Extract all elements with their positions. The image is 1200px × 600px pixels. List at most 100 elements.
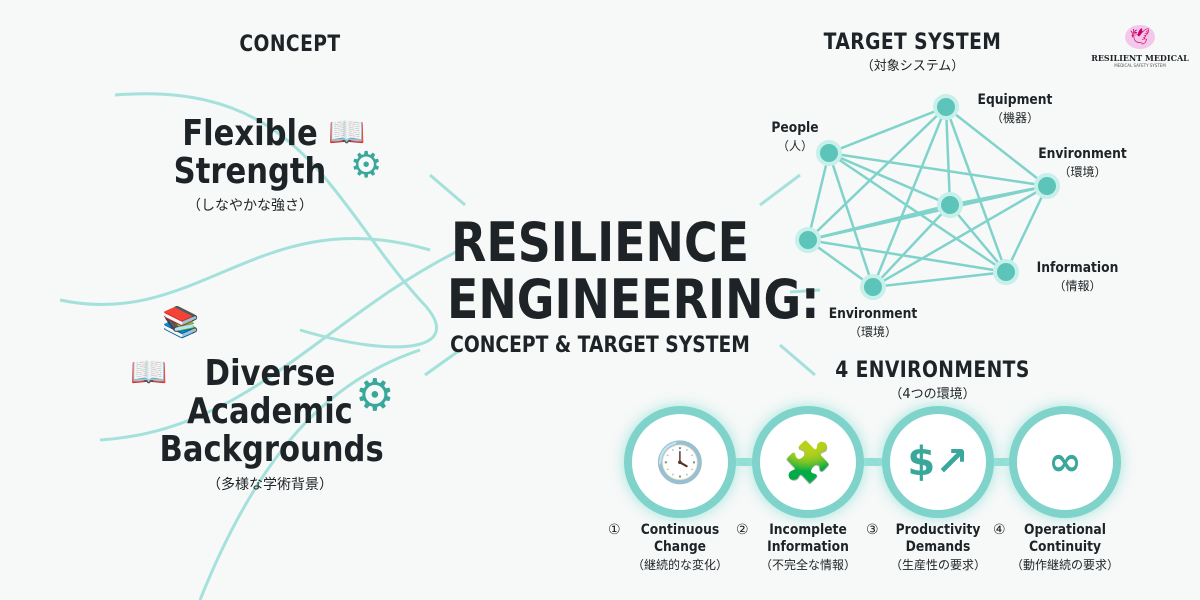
connector — [424, 348, 461, 377]
network-node — [993, 259, 1019, 285]
main-title: RESILIENCE ENGINEERING: CONCEPT & TARGET… — [420, 211, 820, 359]
environment-number: ④ — [993, 522, 1006, 538]
node-jp: （環境） — [848, 324, 897, 339]
environment-title-2: Change — [653, 538, 707, 555]
network-node — [816, 140, 842, 166]
concept-flexible-strength: Flexible Strength （しなやかな強さ） — [150, 115, 350, 215]
network-node — [933, 94, 959, 120]
book-icon: 📖 — [328, 115, 366, 150]
network-edge — [871, 106, 948, 288]
flow-curve — [99, 248, 461, 442]
concept-title: Diverse — [204, 353, 336, 394]
network-edge — [828, 151, 951, 207]
node-label-people: People （人） — [745, 120, 845, 154]
environment-circle: $↗ — [882, 406, 994, 518]
concept-title: Strength — [173, 150, 327, 192]
node-jp: （機器） — [990, 110, 1039, 125]
node-jp: （人） — [776, 138, 813, 153]
dove-icon: 🕊 — [1125, 25, 1155, 49]
environment-jp: （不完全な情報） — [759, 557, 856, 572]
logo-name: RESILIENT MEDICAL — [1091, 53, 1189, 63]
network-edge — [807, 203, 951, 242]
node-jp: （情報） — [1053, 278, 1102, 293]
concept-title: Academic — [187, 390, 353, 432]
environment-title-2: Demands — [905, 538, 971, 555]
network-edge — [949, 204, 1007, 273]
connector — [759, 173, 801, 207]
flow-curve — [114, 92, 438, 349]
system-network — [795, 94, 1060, 300]
environments-title: 4 ENVIRONMENTS — [835, 358, 1030, 383]
network-node — [795, 227, 821, 253]
network-edge — [944, 106, 952, 206]
network-node — [860, 274, 886, 300]
dollar-growth-icon: $↗ — [907, 439, 969, 485]
environment-jp: （生産性の要求） — [889, 557, 986, 572]
flow-curve — [198, 348, 421, 600]
node-label: Equipment — [977, 92, 1053, 108]
environment-circle: 🧩 — [752, 406, 864, 518]
network-edge — [807, 238, 1007, 274]
environments-jp: （4つの環境） — [889, 387, 976, 402]
environment-jp: （動作継続の要求） — [1010, 557, 1119, 572]
environment-number: ② — [736, 522, 749, 538]
node-label-environment-bottom: Environment （環境） — [818, 306, 928, 340]
network-edge — [945, 106, 1048, 187]
network-edge — [872, 270, 1007, 289]
network-edge — [827, 152, 875, 288]
environment-circle: ∞ — [1009, 406, 1121, 518]
network-edge — [944, 106, 1008, 273]
network-edge — [1004, 185, 1049, 273]
connector — [789, 288, 821, 294]
target-system-jp: （対象システム） — [860, 59, 965, 74]
environment-title-2: Continuity — [1028, 538, 1102, 555]
clock-cycle-icon: 🕓 — [655, 439, 705, 486]
node-label-environment: Environment （環境） — [1030, 146, 1135, 180]
network-edge — [872, 184, 1048, 289]
node-label: Environment — [1038, 146, 1127, 162]
network-edge — [806, 152, 831, 241]
environment-number: ③ — [866, 522, 879, 538]
environment-title: Operational — [1024, 522, 1106, 538]
environment-title-2: Information — [767, 538, 849, 555]
puzzle-icon: 🧩 — [783, 439, 833, 486]
gears-icon: ⚙ — [355, 370, 395, 421]
books-icon: 📚 — [162, 305, 200, 340]
concept-title: Flexible — [182, 113, 318, 154]
environment-title: Incomplete — [769, 522, 847, 538]
main-title-line: RESILIENCE — [451, 211, 749, 274]
target-system-heading: TARGET SYSTEM （対象システム） — [800, 30, 1025, 74]
environments-heading: 4 ENVIRONMENTS （4つの環境） — [810, 358, 1055, 402]
network-edge — [807, 106, 947, 241]
concept-diverse-backgrounds: Diverse Academic Backgrounds （多様な学術背景） — [140, 355, 400, 494]
network-edge — [828, 105, 947, 155]
concept-heading: CONCEPT — [239, 32, 341, 57]
node-label-information: Information （情報） — [1025, 260, 1130, 294]
network-edge — [949, 184, 1048, 207]
node-label: Environment — [828, 306, 918, 322]
node-label: Information — [1036, 260, 1119, 276]
network-edge — [872, 204, 951, 288]
concept-jp: （多様な学術背景） — [207, 477, 333, 494]
gears-icon: ⚙ — [350, 145, 383, 186]
node-label: People — [771, 120, 819, 136]
environment-number: ① — [608, 522, 621, 538]
environment-circle: 🕓 — [624, 406, 736, 518]
connector — [429, 173, 466, 207]
network-edge — [828, 151, 1048, 188]
node-jp: （環境） — [1058, 164, 1107, 179]
open-book-icon: 📖 — [130, 355, 168, 390]
network-node — [937, 192, 963, 218]
concept-jp: （しなやかな強さ） — [187, 197, 313, 214]
target-system-title: TARGET SYSTEM — [823, 30, 1002, 55]
main-title-line: ENGINEERING: — [447, 267, 820, 331]
network-edge — [807, 238, 874, 289]
logo-tagline: MEDICAL SAFETY SYSTEM — [1114, 63, 1166, 68]
main-subtitle: CONCEPT & TARGET SYSTEM — [450, 333, 750, 359]
node-label-equipment: Equipment （機器） — [965, 92, 1065, 126]
concept-title: Backgrounds — [159, 428, 384, 470]
infinity-gear-icon: ∞ — [1048, 439, 1082, 485]
